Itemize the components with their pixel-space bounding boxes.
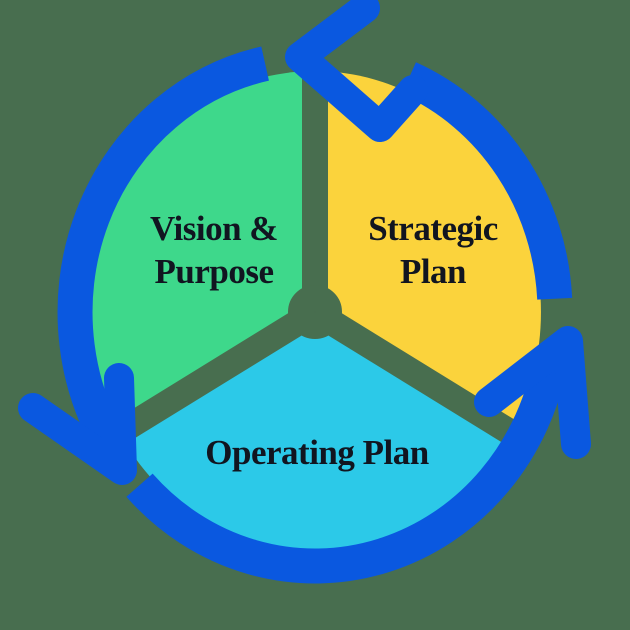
arrowhead-top-icon [285,0,428,142]
segment-wedge-operating-plan [119,312,511,553]
segment-label-strategic-plan: Strategic Plan [368,209,498,291]
segment-label-vision-purpose: Vision & Purpose [150,209,278,291]
gap-center-dot [288,285,342,339]
cycle-arrowheads [18,0,591,485]
arrowhead-right-icon [474,326,591,459]
cycle-arc-left [57,46,269,464]
cycle-arc-right [401,62,573,300]
arrowhead-bottom-left-icon [18,363,137,485]
gap-line-lower-left [105,300,322,449]
cycle-arc-bottom [126,353,569,584]
segment-label-operating-plan: Operating Plan [205,433,429,472]
cycle-ring-arcs [57,46,573,584]
